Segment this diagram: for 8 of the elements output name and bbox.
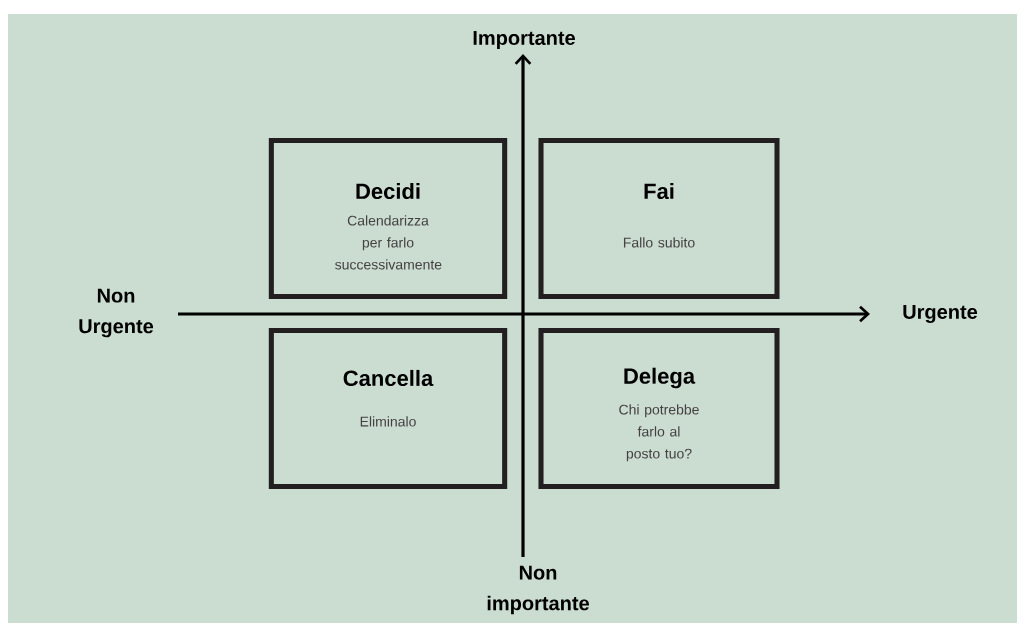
quadrant-box: Decidi Calendarizza per farlo successivamente [268, 137, 508, 300]
axis-label: Non Urgente [79, 288, 154, 338]
quadrant-box: Fai Fallo subito [538, 137, 780, 300]
quadrant-box: Cancella Eliminalo [268, 327, 508, 490]
axis-label: Importante [473, 31, 575, 49]
axis-label: Urgente [903, 305, 978, 323]
quadrant-box: Delega Chi potrebbe farlo al posto tuo? [538, 327, 780, 490]
axis-label: Non importante [487, 565, 589, 615]
